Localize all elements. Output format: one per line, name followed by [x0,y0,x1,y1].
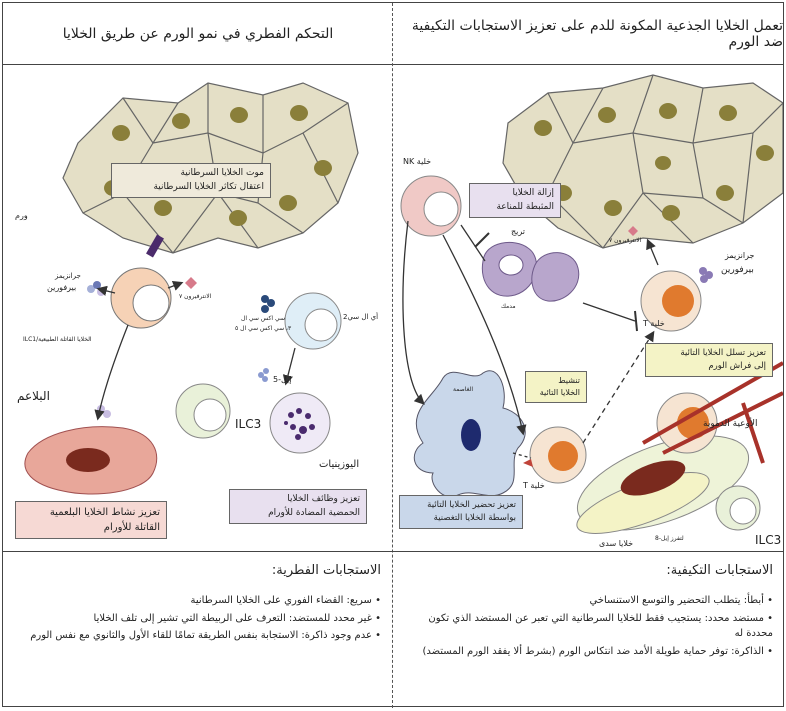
tumor-box-line-2: اعتقال تكاثر الخلايا السرطانية [118,181,264,195]
adaptive-bullet-2: • مستضد محدد: يستجيب فقط للخلايا السرطان… [403,611,773,642]
il8-label: لتفرز إيل-8 [655,535,684,542]
innate-bullet-2: • غير محدد للمستضد: التعرف على الربيطة ا… [13,611,381,627]
ifn-label-right: الانترفيرون ٧ [609,237,641,244]
activation-box-line-2: الخلايا التائية [532,387,580,399]
dc-box: تعزيز تحضير الخلايا التائية بواسطة الخلا… [399,495,523,529]
infiltration-box: تعزيز تسلل الخلايا التائية إلى فراش الور… [645,343,773,377]
ifn-label-left: الانترفيرون ٧ [179,293,211,300]
infiltration-box-line-2: إلى فراش الورم [652,360,766,373]
perforin-label-right: بيرفورين [721,265,754,275]
dc-label: الغاصمة [453,386,473,393]
vessel-label: الأوعية الدموية [703,419,758,429]
innate-responses-title: الاستجابات الفطرية: [13,563,381,578]
stromal-label: خلايا سدى [599,539,633,548]
dc-box-line-2: بواسطة الخلايا التغصنية [406,512,516,525]
infiltration-box-line-1: تعزيز تسلل الخلايا التائية [652,347,766,360]
tumor-label: ورم [15,211,28,220]
eosinophil-box: تعزيز وظائف الخلايا الحمضية المضادة للأو… [229,489,367,524]
adaptive-responses-title: الاستجابات التكيفية: [403,563,773,578]
perforin-label-left: بيرفورين [47,283,76,292]
tumor-box-line-1: موت الخلايا السرطانية [118,167,264,181]
nk-box: إزالة الخلايا المثبطة للمناعة [469,183,561,218]
ilc2-label: أي ال سي2 [343,313,378,321]
macrophage-box: تعزيز نشاط الخلايا البلعمية القاتلة للأو… [15,501,167,539]
ilc1-label: الخلايا القاتلة الطبيعية/ILC1 [23,336,92,343]
adaptive-responses-list: • أبطأ: يتطلب التحضير والتوسع الاستنساخي… [403,593,773,661]
mdsc-label: مدمك [501,303,516,310]
ilc3-label-left: ILC3 [235,417,261,431]
eosinophil-box-line-2: الحمضية المضادة للأورام [236,507,360,521]
activation-box: تنشيط الخلايا التائية [525,371,587,403]
macrophage-box-line-2: القاتلة للأورام [22,520,160,535]
dc-box-line-1: تعزيز تحضير الخلايا التائية [406,499,516,512]
nk-box-line-1: إزالة الخلايا [476,187,554,201]
ligand-sub-label: ٣، سي اكس سي ال ٥ [235,325,291,332]
ilc3-label-right: ILC3 [755,533,781,547]
macrophage-box-line-1: تعزيز نشاط الخلايا البلعمية [22,505,160,520]
eosinophil-box-line-1: تعزيز وظائف الخلايا [236,493,360,507]
eosinophil-cell [258,368,330,453]
nk-cell [401,176,461,236]
t-cell-label-lower: خلية T [523,481,545,490]
innate-panel-title: التحكم الفطري في نمو الورم عن طريق الخلا… [3,3,393,65]
innate-responses-list: • سريع: القضاء الفوري على الخلايا السرطا… [13,593,381,646]
activation-box-line-1: تنشيط [532,375,580,387]
innate-bullet-1: • سريع: القضاء الفوري على الخلايا السرطا… [13,593,381,609]
t-cell-label-upper: خلية T [643,319,665,328]
adaptive-bullet-3: • الذاكرة: توفر حماية طويلة الأمد ضد انت… [403,644,773,660]
tumor-mass-right [503,75,783,248]
tumor-death-box: موت الخلايا السرطانية اعتقال تكاثر الخلا… [111,163,271,198]
nk-label: خلية NK [403,157,431,166]
treg-mdsc-cells [482,242,578,301]
nk-box-line-2: المثبطة للمناعة [476,201,554,215]
macrophage-cell [25,405,157,494]
adaptive-panel-title: تعمل الخلايا الجذعية المكونة للدم على تع… [393,3,783,65]
illustration [3,65,783,551]
ligand-label: سي اكس سي ال [241,315,285,322]
ilc3-cell [176,384,230,438]
il5-label: إيل-5 [273,375,292,384]
t-cell-lower [523,427,586,483]
granzyme-label-right: جرانزيمز [725,251,755,260]
innate-bullet-3: • عدم وجود ذاكرة: الاستجابة بنفس الطريقة… [13,628,381,644]
section-separator [3,551,783,552]
granzyme-label-left: جرانزيمز [55,272,81,280]
stromal-region [565,363,783,549]
eosinophil-label: اليوزينيات [319,459,359,470]
adaptive-bullet-1: • أبطأ: يتطلب التحضير والتوسع الاستنساخي [403,593,773,609]
macrophage-label: البلاعم [17,389,50,403]
treg-label: تريج [511,227,525,236]
